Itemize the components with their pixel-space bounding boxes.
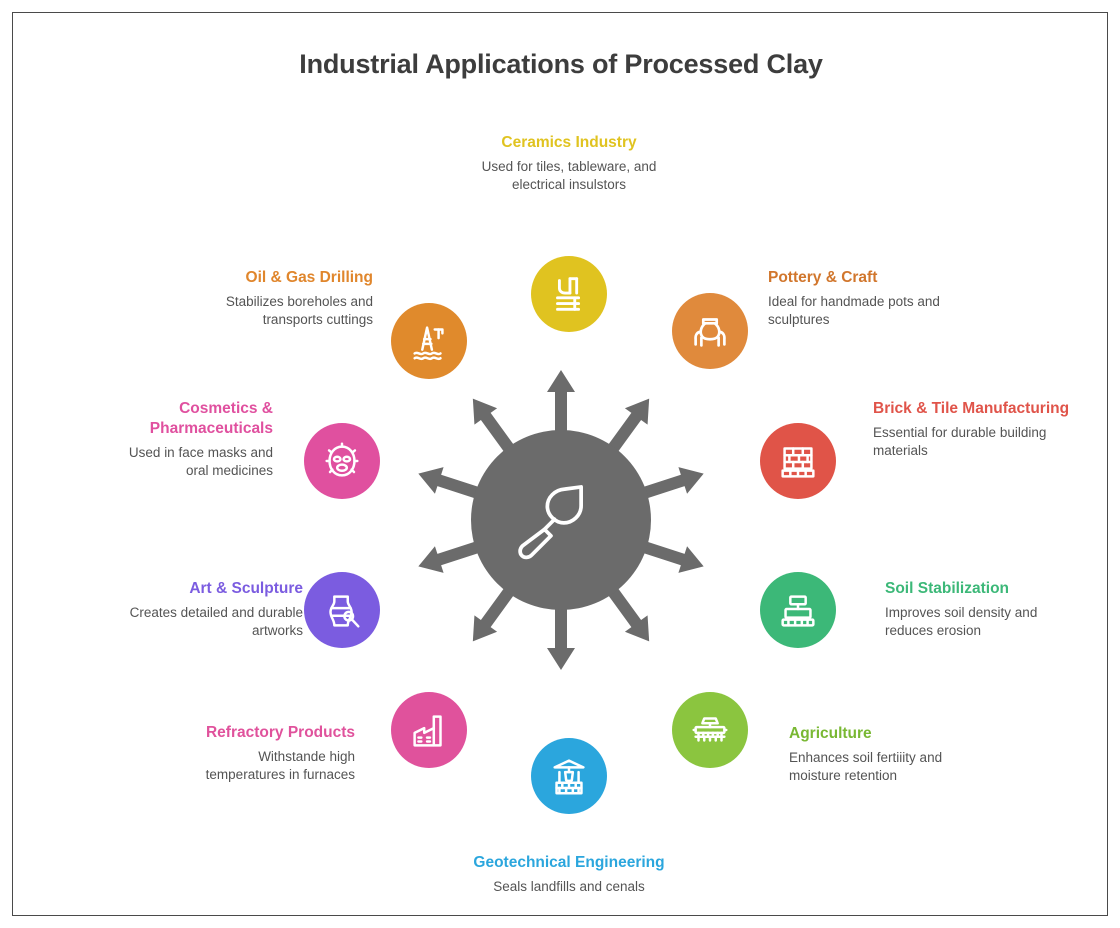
page-title: Industrial Applications of Processed Cla… (299, 49, 823, 79)
ceramic-stack-icon (556, 277, 581, 311)
body-cosmetics-pharmaceuticals: Used in face masks and oral medicines (128, 444, 273, 479)
badge-pottery-craft[interactable] (672, 293, 748, 369)
text-soil-stabilization: Soil Stabilization Improves soil density… (885, 579, 1085, 641)
body-soil-stabilization: Improves soil density and reduces erosio… (885, 604, 1038, 639)
heading-art-sculpture: Art & Sculpture (189, 580, 303, 597)
hands-pot-icon (694, 318, 726, 347)
badge-art-sculpture[interactable] (304, 572, 380, 648)
heading-ceramics-industry: Ceramics Industry (501, 134, 637, 151)
heading-refractory-products: Refractory Products (205, 724, 355, 741)
heading-pottery-craft: Pottery & Craft (768, 269, 878, 286)
badge-refractory-products[interactable] (391, 692, 467, 768)
heading-cosmetics-pharmaceuticals: Cosmetics & Pharmaceuticals (149, 400, 273, 437)
harrow-icon (692, 717, 728, 742)
brick-wall-icon (781, 447, 815, 478)
hub-circle (471, 430, 651, 610)
heading-brick-tile-manufacturing: Brick & Tile Manufacturing (873, 400, 1070, 417)
face-mask-icon (325, 442, 359, 477)
well-icon (553, 759, 585, 795)
body-oil-gas-drilling: Stabilizes boreholes and transports cutt… (225, 293, 373, 328)
body-pottery-craft: Ideal for handmade pots and sculptures (768, 293, 940, 328)
text-geotechnical-engineering: Geotechnical Engineering Seals landfills… (469, 853, 669, 896)
heading-geotechnical-engineering: Geotechnical Engineering (473, 854, 665, 871)
body-refractory-products: Withstande high temperatures in furnaces (205, 748, 355, 783)
badge-agriculture[interactable] (672, 692, 748, 768)
text-oil-gas-drilling: Oil & Gas Drilling Stabilizes boreholes … (191, 268, 373, 330)
trowel-icon (518, 485, 583, 560)
text-agriculture: Agriculture Enhances soil fertiiity and … (789, 724, 989, 786)
text-pottery-craft: Pottery & Craft Ideal for handmade pots … (768, 268, 968, 330)
heading-soil-stabilization: Soil Stabilization (885, 580, 1010, 597)
badge-soil-stabilization[interactable] (760, 572, 836, 648)
text-refractory-products: Refractory Products Withstande high temp… (193, 723, 355, 785)
body-agriculture: Enhances soil fertiiity and moisture ret… (789, 749, 943, 784)
badge-brick-tile-manufacturing[interactable] (760, 423, 836, 499)
heading-oil-gas-drilling: Oil & Gas Drilling (245, 269, 373, 286)
body-brick-tile-manufacturing: Essential for durable building materials (873, 424, 1047, 459)
badge-geotechnical-engineering[interactable] (531, 738, 607, 814)
heading-agriculture: Agriculture (789, 725, 872, 742)
text-ceramics-industry: Ceramics Industry Used for tiles, tablew… (469, 133, 669, 195)
compactor-icon (781, 595, 815, 627)
factory-icon (413, 715, 442, 747)
badge-oil-gas-drilling[interactable] (391, 303, 467, 379)
infographic-frame: Industrial Applications of Processed Cla… (12, 12, 1108, 916)
text-cosmetics-pharmaceuticals: Cosmetics & Pharmaceuticals Used in face… (121, 399, 273, 481)
vase-tool-icon (329, 595, 360, 628)
text-brick-tile-manufacturing: Brick & Tile Manufacturing Essential for… (873, 399, 1073, 461)
oil-rig-icon (413, 326, 444, 361)
body-art-sculpture: Creates detailed and durable artworks (129, 604, 303, 639)
body-geotechnical-engineering: Seals landfills and cenals (493, 878, 645, 894)
badge-cosmetics-pharmaceuticals[interactable] (304, 423, 380, 499)
text-art-sculpture: Art & Sculpture Creates detailed and dur… (108, 579, 303, 641)
badge-ceramics-industry[interactable] (531, 256, 607, 332)
body-ceramics-industry: Used for tiles, tableware, and electrica… (481, 158, 657, 193)
